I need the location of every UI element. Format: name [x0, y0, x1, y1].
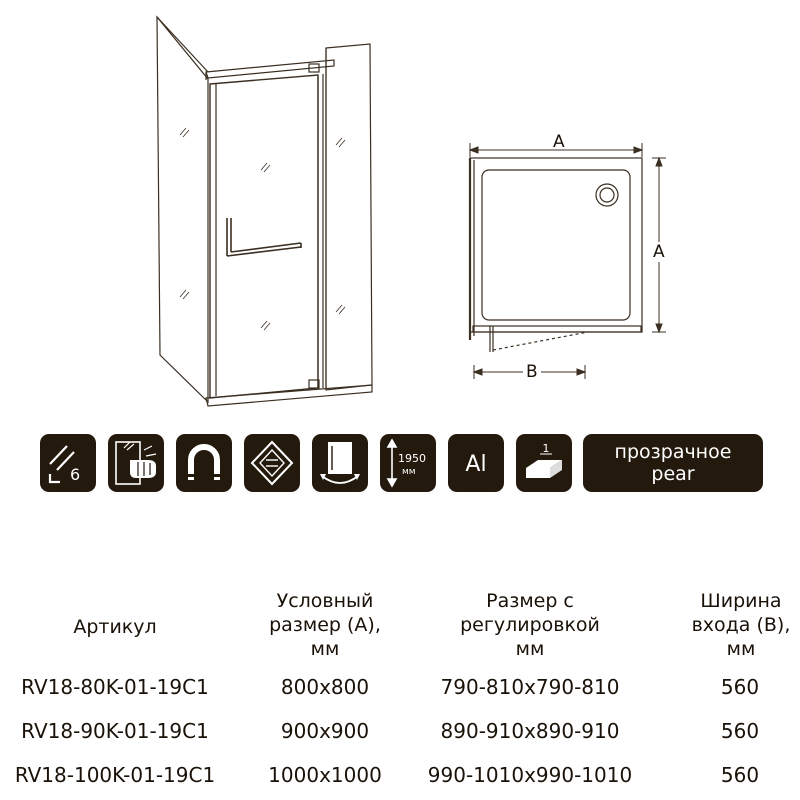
glass-hatch-marks — [179, 127, 346, 331]
dim-a-top-line — [468, 143, 644, 157]
top-view-drawing — [468, 143, 666, 379]
height-icon: 1950 мм — [380, 434, 436, 492]
col-header-article: Артикул — [73, 616, 157, 638]
height-value: 1950 — [398, 452, 426, 465]
table-cell-entry: 560 — [720, 719, 760, 743]
aluminium-profile-icon: Al — [448, 434, 504, 492]
tray-basin — [481, 169, 631, 321]
aluminium-label: Al — [465, 452, 486, 477]
tray-outline — [469, 157, 643, 333]
glass-type-badge: прозрачное pear — [583, 434, 763, 492]
magnetic-seal-icon — [176, 434, 232, 492]
bottom-rail — [205, 384, 373, 407]
table-cell-article: RV18-90K-01-19C1 — [21, 719, 209, 743]
reversible-door-icon — [312, 434, 368, 492]
door-handle — [226, 218, 302, 257]
dim-b-label: B — [523, 362, 541, 382]
glass-type-line2: pear — [651, 463, 695, 485]
table-cell-adjust: 890-910х890-910 — [440, 719, 620, 743]
height-unit: мм — [402, 467, 416, 477]
glass-type-line1: прозрачное — [614, 441, 732, 463]
table-cell-article: RV18-80K-01-19C1 — [21, 675, 209, 699]
col-header-adjust-size: Размер с регулировкой мм — [460, 590, 600, 660]
tray-count-label: 1 — [543, 442, 550, 455]
table-cell-entry: 560 — [720, 763, 760, 787]
table-cell-adjust: 790-810х790-810 — [440, 675, 620, 699]
shower-tray-icon: 1 — [516, 434, 572, 492]
table-cell-nominal: 900х900 — [280, 719, 370, 743]
table-cell-nominal: 1000х1000 — [268, 763, 382, 787]
tempered-glass-impact-icon — [108, 434, 164, 492]
glass-thickness-icon: 6 — [40, 434, 96, 492]
table-cell-entry: 560 — [720, 675, 760, 699]
top-rail — [205, 59, 335, 79]
glass-thickness-label: 6 — [70, 465, 80, 484]
easy-clean-coating-icon — [244, 434, 300, 492]
table-cell-nominal: 800х800 — [280, 675, 370, 699]
col-header-nominal-size: Условный размер (A), мм — [269, 590, 381, 660]
enclosure-drawing — [156, 15, 373, 407]
dim-a-top-label: A — [553, 132, 565, 152]
dim-a-side-label: A — [652, 242, 666, 262]
right-fixed-panel — [325, 43, 373, 391]
table-cell-adjust: 990-1010х990-1010 — [427, 763, 633, 787]
left-side-panel — [156, 15, 209, 404]
col-header-entry-width: Ширина входа (B), мм — [691, 590, 791, 660]
table-cell-article: RV18-100K-01-19C1 — [14, 763, 216, 787]
drain-icon — [595, 183, 619, 207]
